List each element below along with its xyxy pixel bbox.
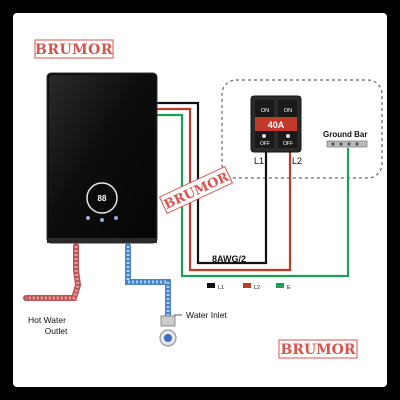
heater-control-display: 88 · ·	[86, 182, 118, 222]
control-button-icon	[86, 216, 90, 220]
hot-water-outlet-label-line1: Hot Water	[28, 315, 66, 325]
brand-text-top: BRUMOR	[35, 42, 113, 58]
ground-screw-icon	[355, 142, 359, 146]
brand-logo-middle: BRUMOR	[158, 165, 234, 215]
cold-water-pipe	[125, 243, 171, 321]
panel-enclosure	[221, 79, 383, 179]
breaker-on-label: ON	[261, 108, 269, 114]
ground-bar	[326, 140, 368, 148]
brand-text-bottom: BRUMOR	[280, 342, 355, 358]
terminal-screw-icon	[286, 134, 290, 138]
breaker-off-label-2: OFF	[283, 141, 293, 147]
breaker-rating: 40A	[268, 120, 285, 130]
brand-logo-bottom: BRUMOR	[278, 339, 358, 359]
wire-l1	[155, 101, 268, 265]
wire-earth	[155, 113, 350, 278]
legend-label-l2: L2	[254, 285, 260, 291]
water-heater	[46, 72, 158, 244]
water-inlet-label: Water Inlet	[186, 310, 227, 320]
legend-label-e: E	[287, 285, 291, 291]
brand-logo-top: BRUMOR	[34, 39, 114, 59]
terminal-l2-label: L2	[292, 156, 302, 166]
circuit-breaker	[250, 95, 302, 153]
terminal-screw-icon	[262, 134, 266, 138]
breaker-on-label-2: ON	[284, 108, 292, 114]
svg-text:· ·: · ·	[100, 206, 104, 211]
legend-swatch-e	[276, 283, 284, 288]
svg-text:88: 88	[98, 194, 107, 203]
legend-label-l1: L1	[218, 285, 224, 291]
control-button-icon	[114, 216, 118, 220]
hot-water-outlet-label-line2: Outlet	[45, 326, 68, 336]
inlet-valve	[159, 315, 177, 347]
terminal-l1-label: L1	[254, 156, 264, 166]
diagram-panel: 88 · · ON	[13, 13, 387, 387]
hot-water-pipe	[23, 243, 82, 301]
cable-label: 8AWG/2	[212, 254, 246, 264]
legend-swatch-l2	[243, 283, 251, 288]
ground-screw-icon	[331, 142, 335, 146]
wiring-diagram: 88 · · ON	[23, 39, 383, 359]
legend-swatch-l1	[207, 283, 215, 288]
control-button-icon	[100, 218, 104, 222]
wire-l2	[155, 107, 292, 272]
ground-screw-icon	[347, 142, 351, 146]
breaker-off-label: OFF	[260, 141, 270, 147]
ground-screw-icon	[339, 142, 343, 146]
ground-bar-label: Ground Bar	[323, 130, 367, 139]
